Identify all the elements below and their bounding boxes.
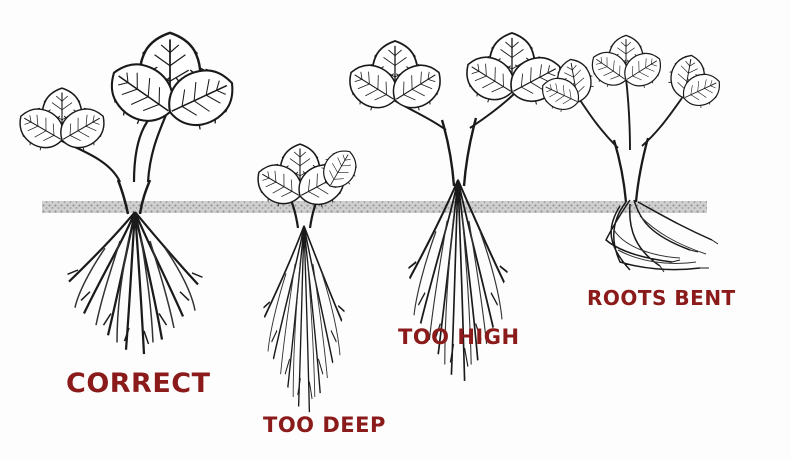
plant-too-deep	[249, 143, 365, 412]
plant-too-high-leaves	[339, 33, 570, 119]
plant-correct-leaves	[11, 33, 245, 158]
plant-roots-bent	[536, 35, 727, 272]
plant-roots-bent-leaves	[536, 35, 727, 117]
label-correct: CORRECT	[66, 368, 211, 399]
plant-too-deep-roots	[264, 226, 345, 412]
label-roots-bent: ROOTS BENT	[587, 286, 736, 310]
plant-correct-roots	[68, 212, 203, 354]
label-too-deep: TOO DEEP	[263, 413, 386, 437]
plant-correct	[11, 33, 245, 354]
label-too-high: TOO HIGH	[398, 325, 520, 349]
